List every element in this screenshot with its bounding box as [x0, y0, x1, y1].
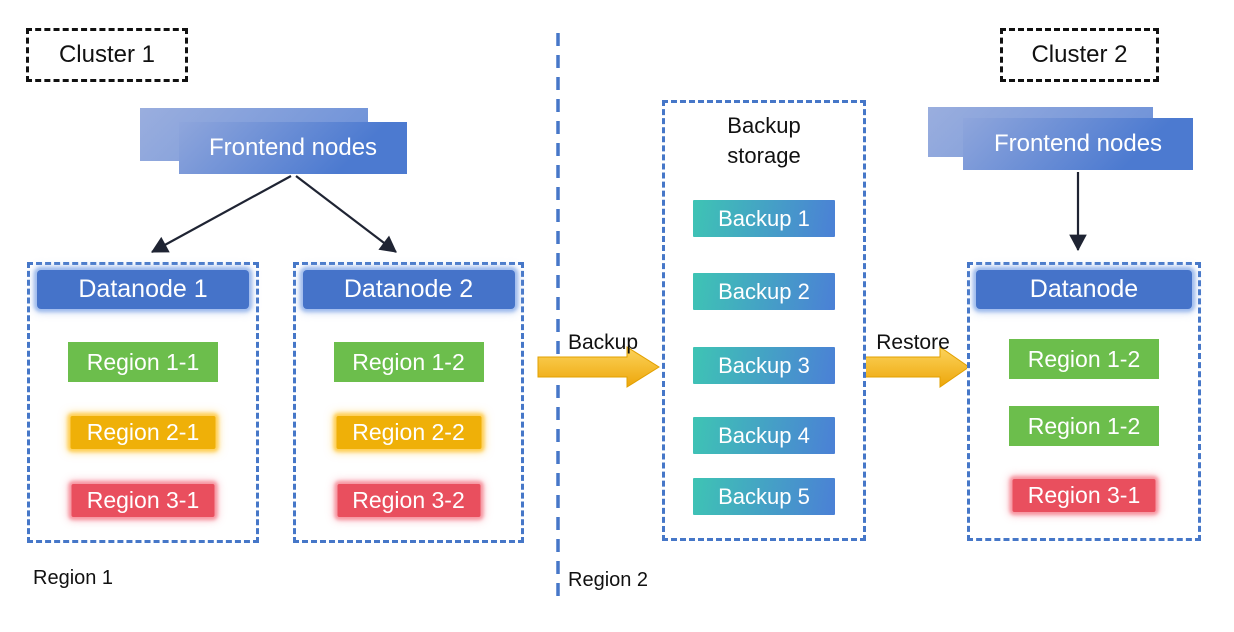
region-chip: Region 2-1 [70, 416, 216, 449]
cluster2-datanode-header: Datanode [976, 270, 1192, 309]
backup-item: Backup 1 [693, 200, 835, 237]
frontend-nodes-label: Frontend nodes [993, 130, 1163, 157]
region-chip: Region 1-1 [68, 342, 218, 382]
datanode1-header: Datanode 1 [37, 270, 249, 309]
backup-storage-title: Backup storage [727, 113, 801, 168]
backup-item: Backup 5 [693, 478, 835, 515]
backup-arrow-label: Backup [567, 331, 639, 354]
frontend1-to-datanode2-arrow [295, 175, 397, 253]
datanode2-container: Datanode 2 Region 1-2 Region 2-2 Region … [293, 262, 524, 543]
frontend1-to-datanode1-arrow [151, 175, 292, 253]
backup-storage-container: Backup storage Backup 1 Backup 2 Backup … [662, 100, 866, 541]
cluster1-label: Cluster 1 [58, 41, 156, 68]
datanode2-title: Datanode 2 [343, 275, 474, 303]
cluster2-label: Cluster 2 [1031, 41, 1128, 68]
backup-item: Backup 2 [693, 273, 835, 310]
cluster2-label-box: Cluster 2 [1000, 28, 1159, 82]
datanode2-header: Datanode 2 [302, 270, 515, 309]
frontend-nodes-box: Frontend nodes [179, 122, 407, 174]
frontend-nodes-box: Frontend nodes [963, 118, 1193, 170]
frontend-nodes-label: Frontend nodes [208, 134, 378, 161]
datanode1-container: Datanode 1 Region 1-1 Region 2-1 Region … [27, 262, 259, 543]
region2-footer-label: Region 2 [568, 569, 649, 591]
region-chip: Region 3-2 [337, 484, 480, 517]
region-chip: Region 1-2 [333, 342, 484, 382]
region-chip: Region 1-2 [1009, 406, 1159, 446]
region-chip: Region 1-2 [1009, 339, 1159, 379]
cluster1-label-box: Cluster 1 [26, 28, 188, 82]
datanode1-title: Datanode 1 [78, 275, 208, 303]
region1-footer-label: Region 1 [33, 567, 114, 589]
cluster2-datanode-title: Datanode [1029, 275, 1139, 303]
backup-item: Backup 4 [693, 417, 835, 454]
backup-item: Backup 3 [693, 347, 835, 384]
region-chip: Region 2-2 [336, 416, 481, 449]
cluster2-datanode-container: Datanode Region 1-2 Region 1-2 Region 3-… [967, 262, 1201, 541]
restore-arrow-label: Restore [876, 331, 950, 354]
region-chip: Region 3-1 [71, 484, 215, 517]
region-chip: Region 3-1 [1012, 479, 1156, 512]
